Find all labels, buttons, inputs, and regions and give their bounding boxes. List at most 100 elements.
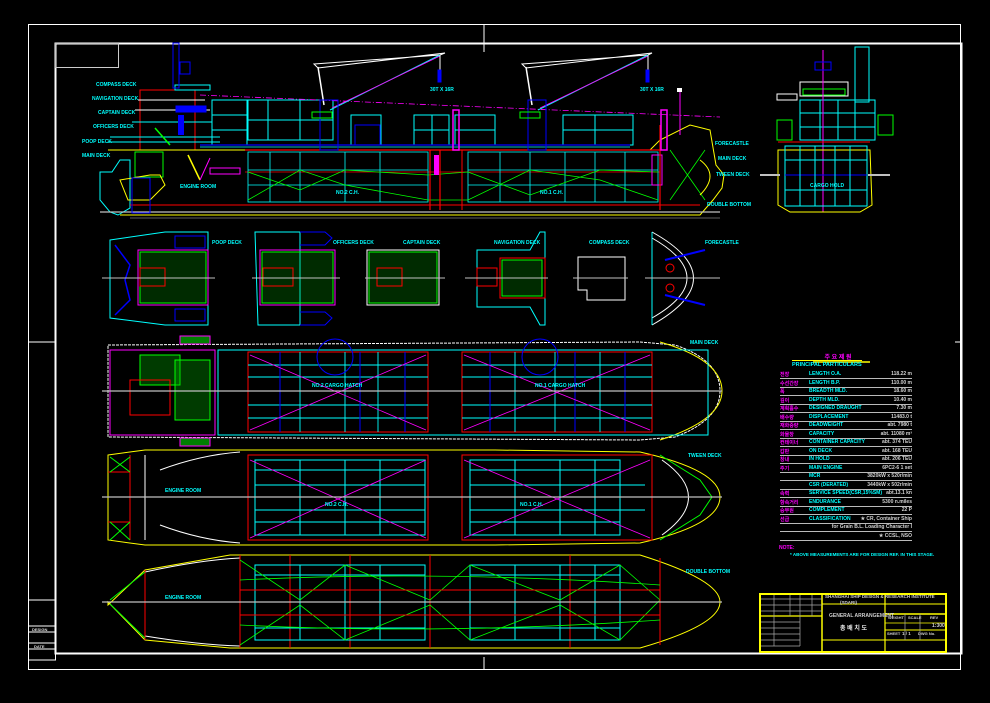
particulars-row-value: 3820kW x 520r/min [867,473,912,479]
particulars-row-key: 화물창 [780,431,794,438]
title-block-sheet-label: SHEET [887,631,901,636]
particulars-row: 배수량 DISPLACEMENT 11483.0 t [780,413,912,422]
tween-deck-hold-2: NO.2 C.H. [325,502,349,508]
profile-label-engine-room: ENGINE ROOM [180,184,217,190]
particulars-row: ★ CCSL, NSO [780,532,912,541]
particulars-row-value: abt. 11080 m³ [880,430,912,437]
particulars-row-value: abt. 168 TEU [881,447,912,454]
particulars-row: 재화중량 DEADWEIGHT abt. 7980 t [780,421,912,430]
particulars-row: 창내 IN HOLD abt. 206 TEU [780,455,912,464]
particulars-row-key: 주기 [780,465,790,472]
particulars-row-value: ★ CR, Container Ship [860,515,912,522]
tween-deck-plan[interactable] [102,449,722,546]
particulars-row-key: 재화중량 [780,423,799,429]
particulars-row-name: SERVICE SPEED(CSR,15%SM) [809,490,882,496]
plan-title-poop-deck: POOP DECK [212,240,242,246]
particulars-row-key: 컨테이너 [780,440,799,446]
particulars-row-value: abt. 7980 t [887,422,912,428]
title-block-subgrid [759,593,921,647]
particulars-row-value: 7.30 m [896,405,912,411]
particulars-row-value: abt. 206 TEU [881,456,912,462]
title-block [759,593,947,653]
particulars-row-value: for Grain B.L. Loading Character I [831,524,912,530]
particulars-row: 선급 CLASSIFICATION ★ CR, Container Ship [780,515,912,524]
deck-plans-row[interactable] [102,231,720,326]
particulars-row-value: 6PC2-6 1 set [882,464,912,471]
particulars-row-name: DEADWEIGHT [809,422,844,428]
particulars-row-name: DISPLACEMENT [809,413,849,420]
particulars-row-name: MCR [809,473,821,479]
plan-title-tween-deck: TWEEN DECK [688,453,722,459]
particulars-row-value: 110.00 m [891,379,912,386]
title-block-rev-label: REV [930,615,939,620]
particulars-row-key: 속력 [780,491,790,497]
particulars-row-key: 승무원 [780,508,794,514]
midship-section-view[interactable] [760,46,894,213]
title-block-sheet-value: 1 / 1 [902,631,911,636]
particulars-row-name: ENDURANCE [809,498,841,505]
particulars-row-key: 수선간장 [780,380,799,387]
profile-label-compass-deck: COMPASS DECK [96,82,137,88]
particulars-row-value: 22 P [901,507,912,513]
particulars-row-name: LENGTH O.A. [809,371,842,377]
title-block-scale-value: 1:300 [932,623,945,629]
profile-label-main-deck: MAIN DECK [82,153,111,159]
double-bottom-plan[interactable] [102,554,722,649]
profile-label-hold-1: NO.1 C.H. [540,190,564,196]
particulars-title: PRINCIPAL PARTICULARS [792,360,862,368]
profile-label-tween-deck: TWEEN DECK [716,172,750,178]
profile-label-bow-main-deck: MAIN DECK [718,156,747,162]
title-block-drawing-title: GENERAL ARRANGEMENT [829,613,895,619]
particulars-row-name: DEPTH MLD. [809,396,840,403]
tween-deck-engine-room: ENGINE ROOM [165,488,202,494]
particulars-row-key: 깊이 [780,397,790,404]
particulars-row-key: 선급 [780,516,790,523]
note-label: NOTE: [779,545,795,551]
particulars-row-key: 배수량 [780,414,794,421]
title-block-drawing-title-local: 총 배 치 도 [840,626,868,632]
particulars-row-name: BREADTH MLD. [809,388,848,394]
tween-deck-hold-1: NO.1 C.H. [520,502,544,508]
particulars-row-key: 폭 [780,389,785,395]
particulars-row-name: CLASSIFICATION [809,515,851,522]
particulars-row-key: 창내 [780,457,790,463]
main-deck-plan[interactable] [102,335,723,447]
particulars-row: for Grain B.L. Loading Character I [780,523,912,532]
drawing-frame [28,24,963,670]
profile-view[interactable] [99,42,725,219]
particulars-row-name: ON DECK [809,447,833,454]
double-bottom-engine-room: ENGINE ROOM [165,595,202,601]
particulars-row-key: 전장 [780,372,790,378]
particulars-row-value: abt. 374 TEU [881,439,912,445]
particulars-row: CSR (DERATED)3440kW x 502r/min [780,481,912,490]
plan-title-navigation-deck: NAVIGATION DECK [494,240,541,246]
particulars-row-value: 10.40 m [893,396,912,403]
plan-title-captain-deck: CAPTAIN DECK [403,240,441,246]
particulars-row-name: COMPLEMENT [809,507,845,513]
profile-label-officers-deck: OFFICERS DECK [93,124,134,130]
title-block-weight-label: WEIGHT [888,615,904,620]
particulars-row-value: 11483.0 t [891,413,912,420]
particulars-row-name: IN HOLD [809,456,830,462]
profile-label-captain-deck: CAPTAIN DECK [98,110,136,116]
plan-title-forecastle: FORECASTLE [705,240,739,246]
title-block-company: SHANGHAI SHIP DESIGN & RESEARCH INSTITUT… [825,594,935,599]
particulars-row-name: MAIN ENGINE [809,464,843,471]
main-deck-hatch-2: NO.2 CARGO HATCH [312,383,363,389]
title-block-dwg-no-label: DWG No. [918,631,936,636]
crane-capacity-1: 30T X 16R [430,87,454,93]
plan-title-compass-deck: COMPASS DECK [589,240,630,246]
profile-label-forecastle: FORECASTLE [715,141,749,147]
crane-capacity-2: 30T X 16R [640,87,664,93]
particulars-row-value: 3440kW x 502r/min [867,481,912,488]
particulars-row: 주기 MAIN ENGINE 6PC2-6 1 set [780,464,912,473]
profile-label-navigation-deck: NAVIGATION DECK [92,96,139,102]
particulars-row: 깊이 DEPTH MLD. 10.40 m [780,396,912,405]
